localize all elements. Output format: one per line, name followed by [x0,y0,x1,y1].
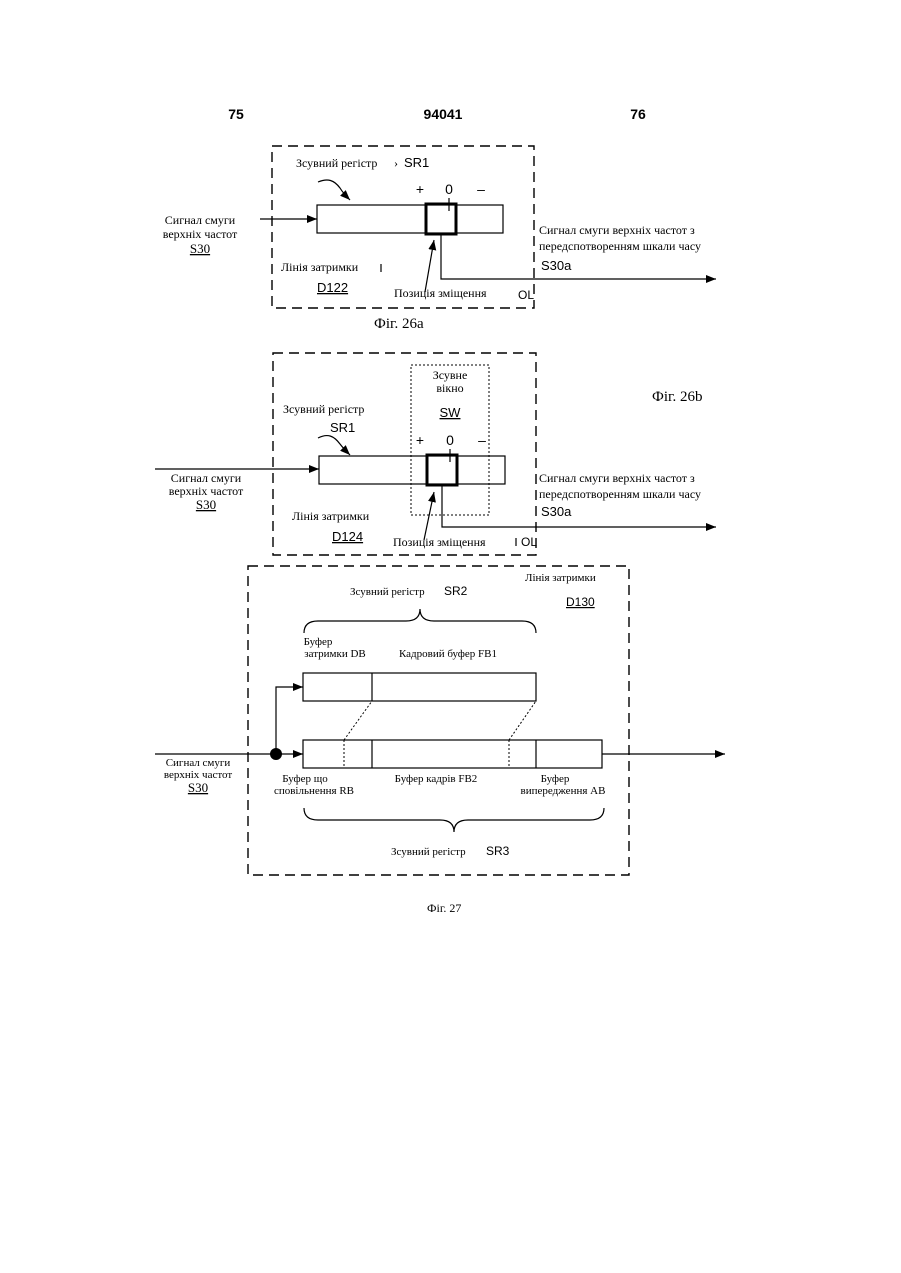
sr3-label: Зсувний регістр [391,846,466,858]
ab-label-line2: випередження AB [521,785,606,797]
input-signal-id: S30 [190,241,210,256]
shift-register-label: Зсувний регістр [296,156,377,170]
ol-label: OL [521,535,537,549]
branch-arrow [276,687,303,754]
shift-register-label: Зсувний регістр [283,402,364,416]
output-signal-line1: Сигнал смуги верхніх частот з [539,471,695,485]
delay-line-id: D130 [566,595,595,609]
sr2-bar [303,673,536,701]
offset-position-box [427,455,457,485]
shift-register-tick: › [394,156,398,170]
db-label-line1: Буфер [304,636,333,648]
input-signal-line2: верхніх частот [169,484,244,498]
delay-line-id: D124 [332,529,363,544]
sr2-brace [304,609,536,633]
input-signal-id: S30 [196,497,216,512]
sr2-label: Зсувний регістр [350,586,425,598]
plus-sign: + [416,432,424,448]
ol-label: OL [518,288,534,302]
output-signal-line1: Сигнал смуги верхніх частот з [539,223,695,237]
figure-26b: Зсувне вікно SW Фіг. 26b Зсувний регістр… [155,353,716,555]
delay-line-id: D122 [317,280,348,295]
delay-line-label: Лінія затримки [292,509,370,523]
ab-label-line1: Буфер [541,773,570,785]
zero-sign: 0 [446,432,454,448]
figure-caption: Фіг. 26а [374,316,424,332]
document-number: 94041 [424,106,463,122]
offset-position-label: Позиція зміщення [393,535,486,549]
page-number-right: 76 [630,106,646,122]
offset-position-box [426,204,456,234]
input-signal-line1: Сигнал смуги [166,757,231,769]
output-signal-id: S30a [541,258,572,273]
fb1-label: Кадровий буфер FB1 [399,648,497,660]
figure-26a: Зсувний регістр › SR1 + 0 – Сигнал смуги… [163,146,716,332]
sr3-id: SR3 [486,844,510,858]
output-signal-line2: передспотворенням шкали часу [539,487,701,501]
plus-sign: + [416,181,424,197]
minus-sign: – [477,181,485,197]
delay-line-label: Лінія затримки [281,260,359,274]
shift-register-id: SR1 [404,155,429,170]
fb2-label: Буфер кадрів FB2 [395,773,478,785]
rb-label-line2: сповільнення RB [274,785,354,797]
input-signal-line2: верхніх частот [163,227,238,241]
shift-register-pointer [318,436,350,455]
shift-window-line2: вікно [436,381,463,395]
shift-window-line1: Зсувне [433,368,468,382]
offset-position-pointer [424,492,434,540]
sr2-id: SR2 [444,584,468,598]
page-header: 75 94041 76 [228,106,646,122]
page-number-left: 75 [228,106,244,122]
mapping-line-left [344,701,372,740]
output-signal-id: S30a [541,504,572,519]
figure-caption: Фіг. 27 [427,901,461,915]
shift-window-id: SW [440,405,462,420]
output-signal-line2: передспотворенням шкали часу [539,239,701,253]
input-signal-id: S30 [188,780,208,795]
delay-line-boundary [248,566,629,875]
offset-position-label: Позиція зміщення [394,286,487,300]
offset-position-pointer [425,240,434,292]
shift-register-bar [317,205,503,233]
db-label-line2: затримки DB [304,648,366,660]
input-signal-line1: Сигнал смуги [171,471,242,485]
minus-sign: – [478,432,486,448]
input-signal-line1: Сигнал смуги [165,213,236,227]
shift-register-pointer [318,180,350,200]
sr3-brace [304,808,604,832]
zero-sign: 0 [445,181,453,197]
rb-label-line1: Буфер що [282,773,328,785]
shift-register-bar [319,456,505,484]
figure-27: Лінія затримки D130 Зсувний регістр SR2 … [155,566,725,915]
mapping-line-right [509,701,536,740]
delay-line-boundary [272,146,534,308]
delay-line-boundary [273,353,536,555]
figure-caption: Фіг. 26b [652,389,702,405]
shift-register-id: SR1 [330,420,355,435]
delay-line-label: Лінія затримки [525,572,596,584]
sr3-bar [303,740,602,768]
